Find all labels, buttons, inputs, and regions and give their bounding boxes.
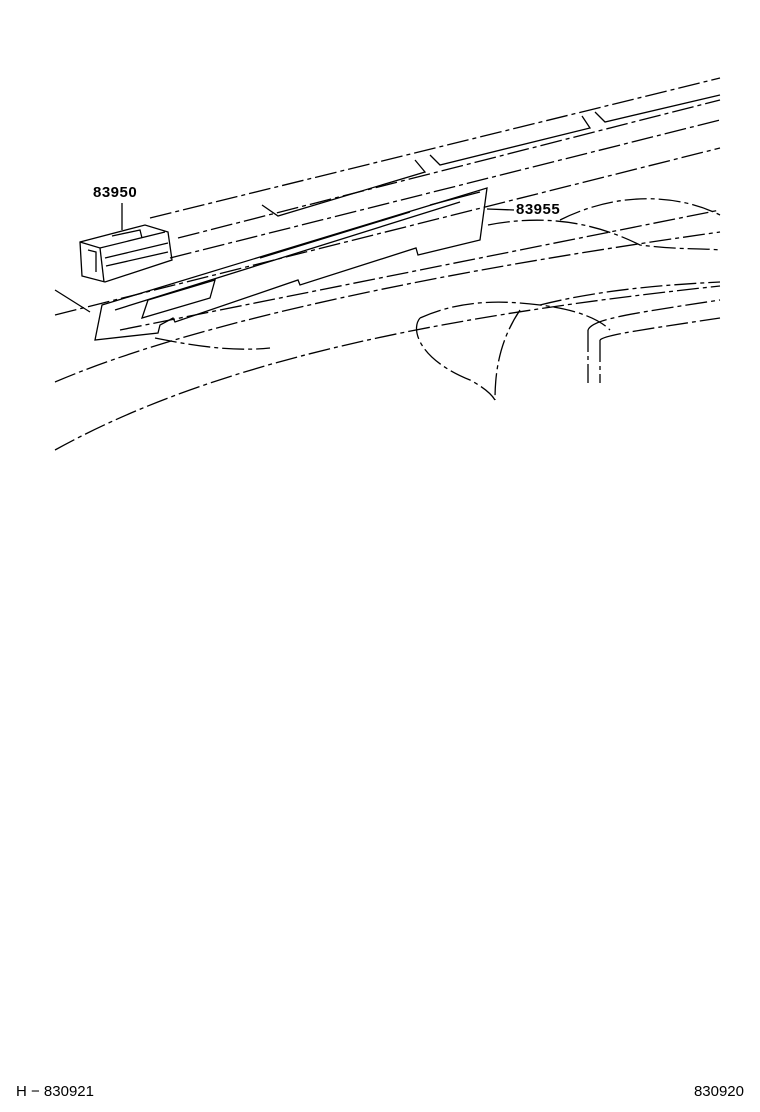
leader-line-83955 (486, 208, 515, 211)
part-label-83955[interactable]: 83955 (516, 201, 561, 218)
part-83955-shape (94, 187, 488, 341)
roof-panel-lines (54, 94, 721, 313)
part-label-83950[interactable]: 83950 (93, 184, 138, 201)
footer-right-code: 830920 (693, 1083, 744, 1100)
footer-left-code: H − 830921 (16, 1083, 94, 1100)
body-outline-lines (54, 77, 721, 451)
part-83950-shape (79, 224, 173, 283)
